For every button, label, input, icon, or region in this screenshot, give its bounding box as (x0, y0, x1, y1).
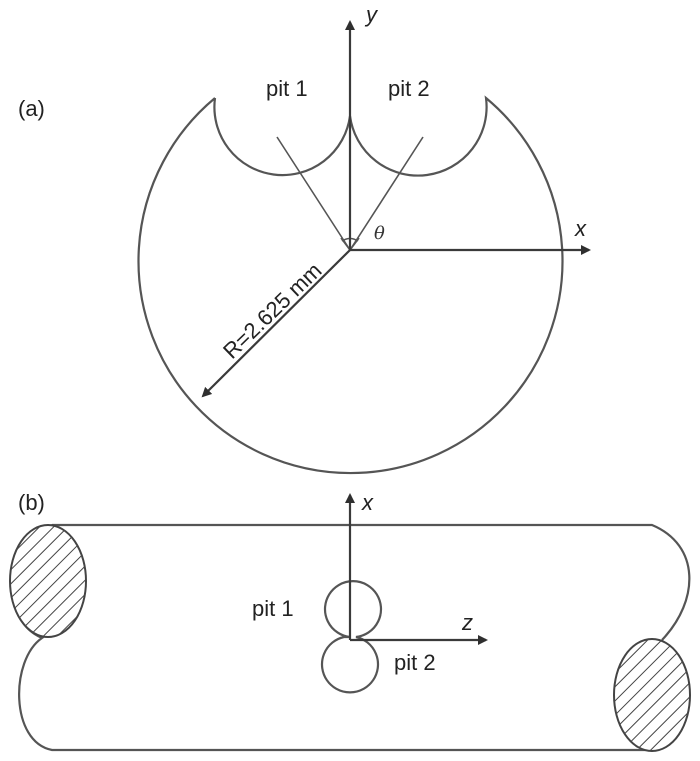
y-axis-label: y (364, 2, 379, 27)
pit-1-sector-line (276, 136, 351, 251)
b-pit-2-label: pit 2 (394, 650, 436, 675)
panel-b-label: (b) (18, 490, 45, 515)
right-end-section (613, 638, 691, 752)
panel-a: (a) y x θ R=2.625 mm pit 1 pit 2 (18, 2, 591, 475)
pit-1-label: pit 1 (266, 76, 308, 101)
rod-cross-section-outline (137, 95, 564, 475)
radius-label: R=2.625 mm (218, 258, 326, 364)
b-pit-1-label: pit 1 (252, 596, 294, 621)
radius-arrow (201, 249, 351, 398)
panel-b: (b) x z pit 1 pit 2 (9, 490, 691, 752)
pits-outline (320, 580, 383, 694)
pit-2-sector-line (349, 136, 424, 251)
b-z-axis-label: z (461, 610, 473, 635)
theta-label: θ (374, 223, 385, 244)
panel-a-label: (a) (18, 96, 45, 121)
b-x-axis-label: x (361, 490, 374, 515)
x-axis-label: x (574, 216, 587, 241)
left-end-section (9, 524, 87, 638)
pit-2-label: pit 2 (388, 76, 430, 101)
